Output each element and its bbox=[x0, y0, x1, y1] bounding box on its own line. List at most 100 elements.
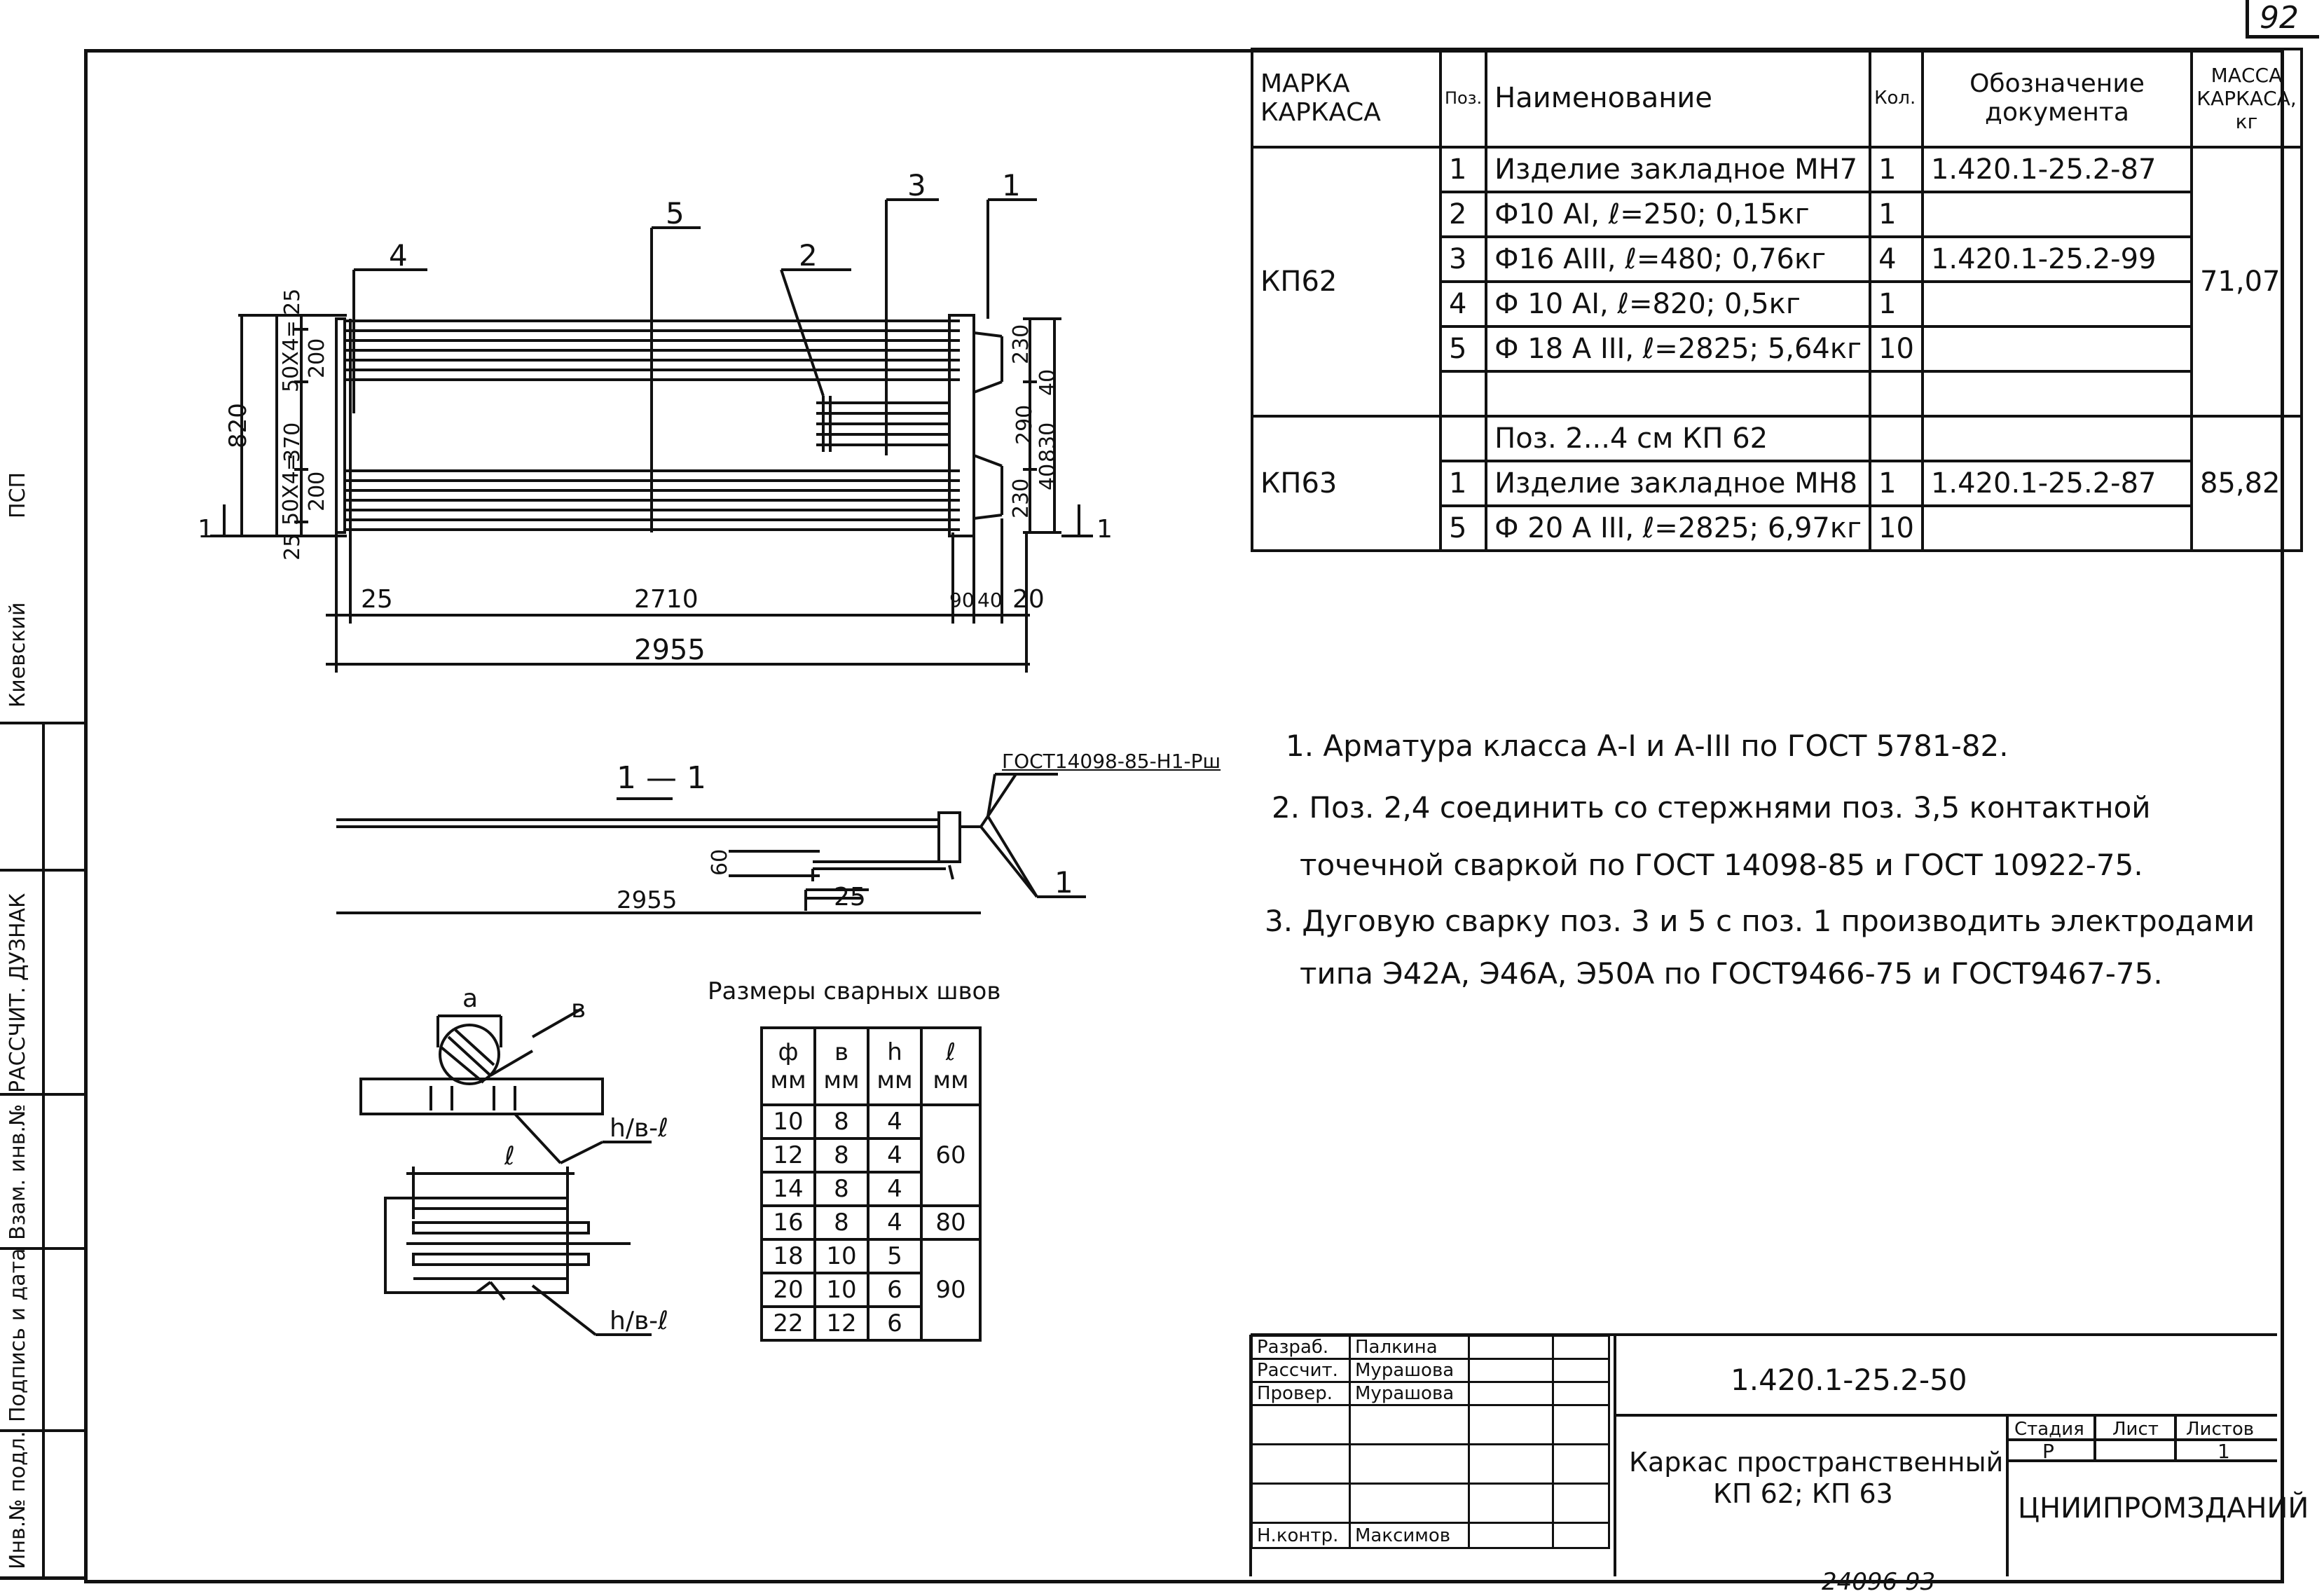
weld-cell: 4 bbox=[867, 1171, 923, 1207]
dim-20: 20 bbox=[1012, 585, 1045, 614]
side-org: ПСП bbox=[6, 472, 30, 518]
stamp-stage-h: Стадия bbox=[2014, 1419, 2084, 1440]
dim-200a: 200 bbox=[305, 338, 329, 378]
weld-cell: 18 bbox=[760, 1238, 816, 1274]
spec-cell bbox=[1438, 415, 1488, 462]
weld-cell: 12 bbox=[760, 1137, 816, 1174]
dim-25a: 25 bbox=[280, 288, 305, 315]
weld-h-sym: h bbox=[887, 1038, 902, 1066]
spec-cell: 1 bbox=[1869, 191, 1924, 238]
spec-cell: Ф 18 А III, ℓ=2825; 5,64кг bbox=[1485, 325, 1872, 373]
dim-25b: 25 bbox=[280, 533, 305, 560]
note-3b: типа Э42А, Э46А, Э50А по ГОСТ9466-75 и Г… bbox=[1300, 956, 2163, 991]
stamp-name: Мурашова bbox=[1349, 1358, 1470, 1383]
dim-40a: 40 bbox=[1036, 369, 1060, 396]
weld-h-sym: ℓ bbox=[945, 1038, 956, 1066]
stamp-name: Мурашова bbox=[1349, 1381, 1470, 1406]
side-strip-divider bbox=[42, 722, 45, 1576]
stamp-role: Разраб. bbox=[1251, 1335, 1351, 1360]
spec-kp63-mass: 85,82 bbox=[2189, 415, 2303, 552]
weld-label-hb-top: h/в-ℓ bbox=[610, 1114, 669, 1143]
spec-kp63-marka: КП63 bbox=[1251, 415, 1442, 552]
side-podpis-data: Подпись и дата bbox=[6, 1248, 30, 1423]
stamp-role: Н.контр. bbox=[1251, 1522, 1351, 1549]
side-author-role: РАССЧИТ. bbox=[6, 986, 30, 1093]
spec-cell: 4 bbox=[1438, 280, 1488, 328]
stamp-name: Палкина bbox=[1349, 1335, 1470, 1360]
stamp-sign bbox=[1468, 1404, 1554, 1445]
dim-50x4b: 50Х4= bbox=[279, 453, 303, 525]
stamp-role bbox=[1251, 1483, 1351, 1524]
weld-cell: 5 bbox=[867, 1238, 923, 1274]
stamp-role: Провер. bbox=[1251, 1381, 1351, 1406]
spec-kp62-mass: 71,07 bbox=[2189, 146, 2303, 418]
note-3a: 3. Дуговую сварку поз. 3 и 5 с поз. 1 пр… bbox=[1265, 904, 2255, 938]
weld-cell: 6 bbox=[867, 1305, 923, 1342]
side-divider-1 bbox=[0, 722, 84, 724]
spec-cell-empty bbox=[1869, 370, 1924, 418]
weld-label-l: ℓ bbox=[504, 1142, 515, 1171]
stamp-role: Рассчит. bbox=[1251, 1358, 1351, 1383]
stamp-stage: Р bbox=[2042, 1440, 2054, 1463]
spec-cell: Ф 20 А III, ℓ=2825; 6,97кг bbox=[1485, 504, 1872, 552]
weld-cell: 8 bbox=[813, 1171, 869, 1207]
spec-cell bbox=[1869, 415, 1924, 462]
side-strip bbox=[0, 445, 88, 1580]
plan-pos2: 2 bbox=[799, 238, 818, 273]
stamp-name: Максимов bbox=[1349, 1522, 1470, 1549]
stamp-code: 1.420.1-25.2-50 bbox=[1731, 1363, 1967, 1397]
stamp-date bbox=[1552, 1404, 1610, 1445]
stamp-sign bbox=[1468, 1522, 1554, 1549]
spec-h-marka: МАРКА КАРКАСА bbox=[1251, 48, 1442, 149]
weld-cell: 10 bbox=[813, 1272, 869, 1308]
dim-40c: 40 bbox=[977, 589, 1003, 612]
weld-h-unit: мм bbox=[823, 1066, 860, 1094]
stamp-date bbox=[1552, 1381, 1610, 1406]
weld-h-unit: мм bbox=[933, 1066, 969, 1094]
stamp-sheets: 1 bbox=[2218, 1440, 2230, 1463]
weld-h-unit: мм bbox=[876, 1066, 913, 1094]
note-2a: 2. Поз. 2,4 соединить со стержнями поз. … bbox=[1272, 790, 2151, 825]
spec-cell: 10 bbox=[1869, 504, 1924, 552]
dim-2710: 2710 bbox=[634, 585, 699, 614]
spec-cell: 5 bbox=[1438, 504, 1488, 552]
stamp-name bbox=[1349, 1404, 1470, 1445]
dim-290: 290 bbox=[1012, 404, 1037, 445]
spec-cell-empty bbox=[1438, 370, 1488, 418]
weld-l-value: 60 bbox=[920, 1103, 982, 1207]
stamp-role bbox=[1251, 1404, 1351, 1445]
weld-l-value: 80 bbox=[920, 1204, 982, 1241]
stamp-date bbox=[1552, 1335, 1610, 1360]
section-mark-right: 1 bbox=[1096, 515, 1113, 544]
page-number: 92 bbox=[2260, 0, 2299, 36]
side-divider-2 bbox=[0, 869, 84, 872]
stamp-org: ЦНИИПРОМЗДАНИЙ bbox=[2018, 1492, 2309, 1525]
note-2b: точечной сваркой по ГОСТ 14098-85 и ГОСТ… bbox=[1300, 848, 2143, 882]
side-vzam-inv: Взам. инв.№ bbox=[6, 1103, 30, 1240]
section-title: 1 — 1 bbox=[617, 760, 706, 796]
stamp-name bbox=[1349, 1483, 1470, 1524]
page-number-box bbox=[2246, 0, 2319, 39]
spec-cell: 10 bbox=[1869, 325, 1924, 373]
section-dim-25: 25 bbox=[834, 883, 866, 911]
stamp-sign bbox=[1468, 1483, 1554, 1524]
dim-820: 820 bbox=[224, 403, 252, 448]
plan-pos5: 5 bbox=[666, 196, 685, 231]
note-1: 1. Арматура класса А-I и А-III по ГОСТ 5… bbox=[1286, 729, 2009, 763]
spec-cell: 1 bbox=[1438, 460, 1488, 507]
spec-kp62-marka: КП62 bbox=[1251, 146, 1442, 418]
spec-h-kol: Кол. bbox=[1869, 48, 1924, 149]
dim-40b: 40 bbox=[1036, 463, 1060, 490]
side-divider-3 bbox=[0, 1093, 84, 1096]
bottom-code: 24096 93 bbox=[1822, 1568, 1936, 1596]
spec-cell bbox=[1920, 325, 2193, 373]
spec-cell: 1 bbox=[1869, 280, 1924, 328]
spec-cell bbox=[1920, 504, 2193, 552]
weld-h-sym: ф bbox=[778, 1038, 799, 1066]
weld-cell: 10 bbox=[760, 1103, 816, 1140]
weld-cell: 14 bbox=[760, 1171, 816, 1207]
